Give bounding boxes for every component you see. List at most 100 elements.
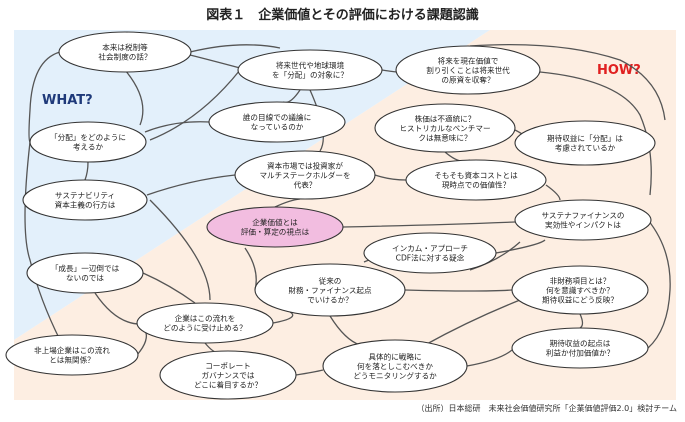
bubble-text-line: サステナビリティ <box>55 191 115 200</box>
bubble-text-line: ヒストリカルなベンチマー <box>399 124 490 133</box>
bubble-text-line: 利益か付加価値か？ <box>546 348 614 358</box>
connector-line <box>124 69 144 126</box>
bubble-text-line: 誰の目線での議論に <box>243 112 311 122</box>
bubble-text-line: 従来の <box>319 275 342 285</box>
bubble-shape <box>208 101 346 143</box>
bubble-text-line: 期待収益に「分配」は <box>547 133 623 143</box>
bubble-shape <box>22 179 148 221</box>
bubble-text-line: 企業価値とは <box>252 217 298 227</box>
bubble-shape <box>374 103 516 153</box>
bubble-text-line: CDF法に対する疑念 <box>396 253 465 263</box>
connector-line <box>545 184 561 201</box>
connector-line <box>149 199 211 301</box>
bubble-text-line: 代表？ <box>294 179 317 189</box>
bubble-nonfin: 非財務項目とは？何を意識すべきか？期待収益にどう反映？ <box>511 265 649 315</box>
bubble-text-line: 株価は不適統に？ <box>415 113 476 123</box>
connector-line <box>142 272 196 304</box>
bubble-shape <box>514 199 652 241</box>
bubble-text-line: マルチステークホルダーを <box>259 170 350 180</box>
bubble-text-line: インカム・アプローチ <box>392 244 468 253</box>
bubble-shape <box>322 339 468 393</box>
bubble-text-line: 何を意識すべきか？ <box>546 285 614 295</box>
connector-line <box>144 121 211 133</box>
connector-line <box>469 43 666 121</box>
bubble-shape <box>234 150 376 200</box>
connector-line <box>84 161 89 181</box>
bubble-shape <box>237 49 383 91</box>
bubble-text-line: 「成長」一辺倒では <box>51 263 120 273</box>
connector-line <box>495 239 546 254</box>
bubble-text-line: 何を落としこむべきか <box>357 361 433 371</box>
bubble-text-line: 考えるか <box>73 143 104 152</box>
bubble-shape <box>5 334 139 376</box>
bubble-text-line: 期待収益にどう反映？ <box>542 294 618 304</box>
how-label: HOW? <box>597 63 641 78</box>
bubble-shape <box>29 121 147 163</box>
connector-line <box>295 369 324 376</box>
connector-line <box>404 289 513 292</box>
connector-line <box>374 174 407 181</box>
bubble-text-line: どうモニタリングするか <box>353 370 437 380</box>
source-note: （出所）日本総研 未来社会価値研究所「企業価値評価2.0」検討チーム <box>416 404 677 413</box>
bubble-shape <box>405 159 547 201</box>
bubble-shape <box>395 45 541 95</box>
bubble-text-line: 「分配」をどのように <box>50 133 126 142</box>
bubble-text-line: 将来を現在価値で <box>438 55 499 65</box>
bubble-shape <box>511 327 649 369</box>
bubble-text-line: 具体的に戦略に <box>368 351 421 361</box>
bubble-shape <box>206 206 344 248</box>
bubble-text-line: とは無関係？ <box>49 355 95 365</box>
bubble-text-line: 資本市場では投資家が <box>267 160 343 170</box>
bubble-text-line: 考慮されているか <box>555 143 616 153</box>
bubble-text-line: コーポレート <box>205 361 251 370</box>
connector-line <box>272 311 294 324</box>
connector-line <box>189 54 241 69</box>
bubble-text-line: 財務・ファイナンス起点 <box>288 285 372 295</box>
what-label: WHAT? <box>42 93 93 108</box>
bubble-text-line: ないのでは <box>66 274 104 283</box>
bubble-text-line: 社会制度の話？ <box>98 52 151 62</box>
bubble-shape <box>511 265 649 315</box>
bubble-shape <box>363 232 497 274</box>
bubble-text-line: 資本主義の行方は <box>55 200 116 210</box>
bubble-text-line: クは無意味に？ <box>418 132 471 142</box>
connector-line <box>469 241 521 271</box>
bubble-shape <box>58 31 192 73</box>
bubble-text-line: ガバナンスでは <box>201 370 254 380</box>
bubble-text-line: でいけるか？ <box>307 295 353 304</box>
bubble-text-line: 評価・算定の視点は <box>241 227 310 237</box>
connector-line <box>424 299 521 346</box>
bubble-text-line: そもそも資本コストとは <box>434 170 518 180</box>
bubble-shape <box>136 302 274 344</box>
bubble-shape <box>159 350 297 400</box>
connector-line <box>149 69 241 141</box>
bubble-text-line: なっているのか <box>251 123 304 132</box>
bubble-text-line: 企業はこの流れを <box>175 313 236 323</box>
bubble-text-line: 期待収益の起点は <box>550 338 611 348</box>
connector-line <box>28 51 61 143</box>
bubble-shape <box>26 252 144 294</box>
bubble-text-line: どこに着目するか？ <box>194 379 262 389</box>
connector-line <box>342 221 516 228</box>
connector-line <box>539 71 652 196</box>
bubble-text-line: 非上場企業はこの流れ <box>34 345 110 355</box>
bubble-shape <box>514 120 656 166</box>
bubble-shape <box>254 263 406 317</box>
bubble-text-line: 将来世代や地球環境 <box>276 60 345 70</box>
